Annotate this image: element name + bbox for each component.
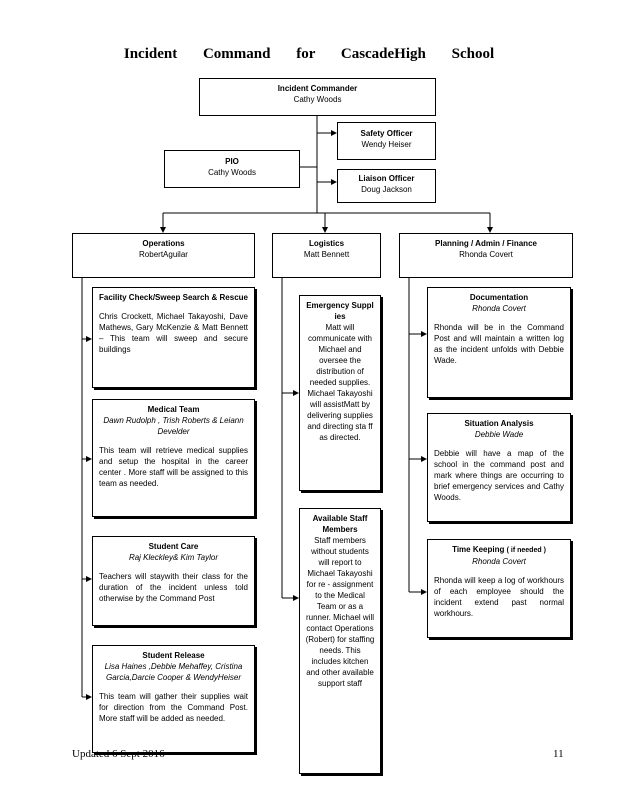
incident-commander-box: Incident Commander Cathy Woods (199, 78, 436, 116)
footer-page-number: 11 (553, 748, 564, 760)
safety-officer-box: Safety Officer Wendy Heiser (337, 122, 436, 160)
time-keeping-title: Time Keeping (452, 545, 505, 554)
operations-name: RobertAguilar (139, 250, 188, 259)
situation-analysis-title: Situation Analysis (464, 419, 534, 428)
footer-updated: Updated 6 Sept 2016 (72, 748, 165, 760)
documentation-body: Rhonda will be in the Command Post and w… (434, 323, 564, 365)
medical-team-box: Medical Team Dawn Rudolph , Trish Robert… (92, 399, 255, 517)
available-staff-box: Available Staff Members Staff members wi… (299, 508, 381, 774)
safety-officer-title: Safety Officer (360, 129, 413, 138)
logistics-name: Matt Bennett (303, 250, 350, 259)
emergency-supplies-box: Emergency Suppl ies Matt will communicat… (299, 295, 381, 491)
safety-officer-name: Wendy Heiser (361, 140, 412, 149)
time-keeping-box: Time Keeping ( if needed ) Rhonda Covert… (427, 539, 571, 638)
student-release-body: This team will gather their supplies wai… (99, 692, 248, 723)
operations-box: Operations RobertAguilar (72, 233, 255, 278)
planning-box: Planning / Admin / Finance Rhonda Covert (399, 233, 573, 278)
time-keeping-title-line: Time Keeping ( if needed ) (434, 544, 564, 556)
medical-team-names: Dawn Rudolph , Trish Roberts & Leiann De… (103, 416, 244, 436)
incident-commander-title: Incident Commander (277, 84, 358, 93)
medical-team-body: This team will retrieve medical supplies… (99, 446, 248, 488)
documentation-box: Documentation Rhonda Covert Rhonda will … (427, 287, 571, 398)
liaison-officer-title: Liaison Officer (358, 174, 415, 183)
student-release-title: Student Release (142, 651, 205, 660)
pio-name: Cathy Woods (208, 168, 256, 177)
planning-title: Planning / Admin / Finance (435, 239, 537, 248)
situation-analysis-names: Debbie Wade (474, 430, 524, 439)
facility-box: Facility Check/Sweep Search & Rescue Chr… (92, 287, 255, 388)
facility-title: Facility Check/Sweep Search & Rescue (99, 293, 248, 302)
documentation-names: Rhonda Covert (472, 304, 526, 313)
student-care-title: Student Care (148, 542, 199, 551)
student-care-body: Teachers will staywith their class for t… (99, 572, 248, 603)
logistics-box: Logistics Matt Bennett (272, 233, 381, 278)
pio-title: PIO (225, 157, 239, 166)
student-care-names: Raj Kleckley& Kim Taylor (128, 553, 219, 562)
page-title: Incident Command for CascadeHigh School (123, 46, 495, 62)
facility-body: Chris Crockett, Michael Takayoshi, Dave … (99, 312, 248, 354)
time-keeping-names: Rhonda Covert (472, 557, 526, 566)
medical-team-title: Medical Team (147, 405, 200, 414)
student-release-box: Student Release Lisa Haines ,Debbie Meha… (92, 645, 255, 753)
student-care-box: Student Care Raj Kleckley& Kim Taylor Te… (92, 536, 255, 626)
incident-commander-name: Cathy Woods (293, 95, 342, 104)
available-staff-title: Available Staff Members (312, 514, 368, 534)
operations-title: Operations (142, 239, 185, 248)
situation-analysis-box: Situation Analysis Debbie Wade Debbie wi… (427, 413, 571, 522)
situation-analysis-body: Debbie will have a map of the school in … (434, 449, 564, 502)
emergency-supplies-title: Emergency Suppl ies (306, 301, 374, 321)
liaison-officer-box: Liaison Officer Doug Jackson (337, 169, 436, 203)
liaison-officer-name: Doug Jackson (361, 185, 412, 194)
documentation-title: Documentation (469, 293, 529, 302)
planning-name: Rhonda Covert (459, 250, 513, 259)
emergency-supplies-body: Matt will communicate with Michael and o… (307, 323, 373, 442)
time-keeping-note: ( if needed ) (506, 547, 546, 554)
logistics-title: Logistics (308, 239, 345, 248)
pio-box: PIO Cathy Woods (164, 150, 300, 188)
time-keeping-body: Rhonda will keep a log of workhours of e… (434, 576, 564, 618)
student-release-names: Lisa Haines ,Debbie Mehaffey, Cristina G… (104, 662, 243, 682)
available-staff-body: Staff members without students will repo… (305, 536, 375, 688)
